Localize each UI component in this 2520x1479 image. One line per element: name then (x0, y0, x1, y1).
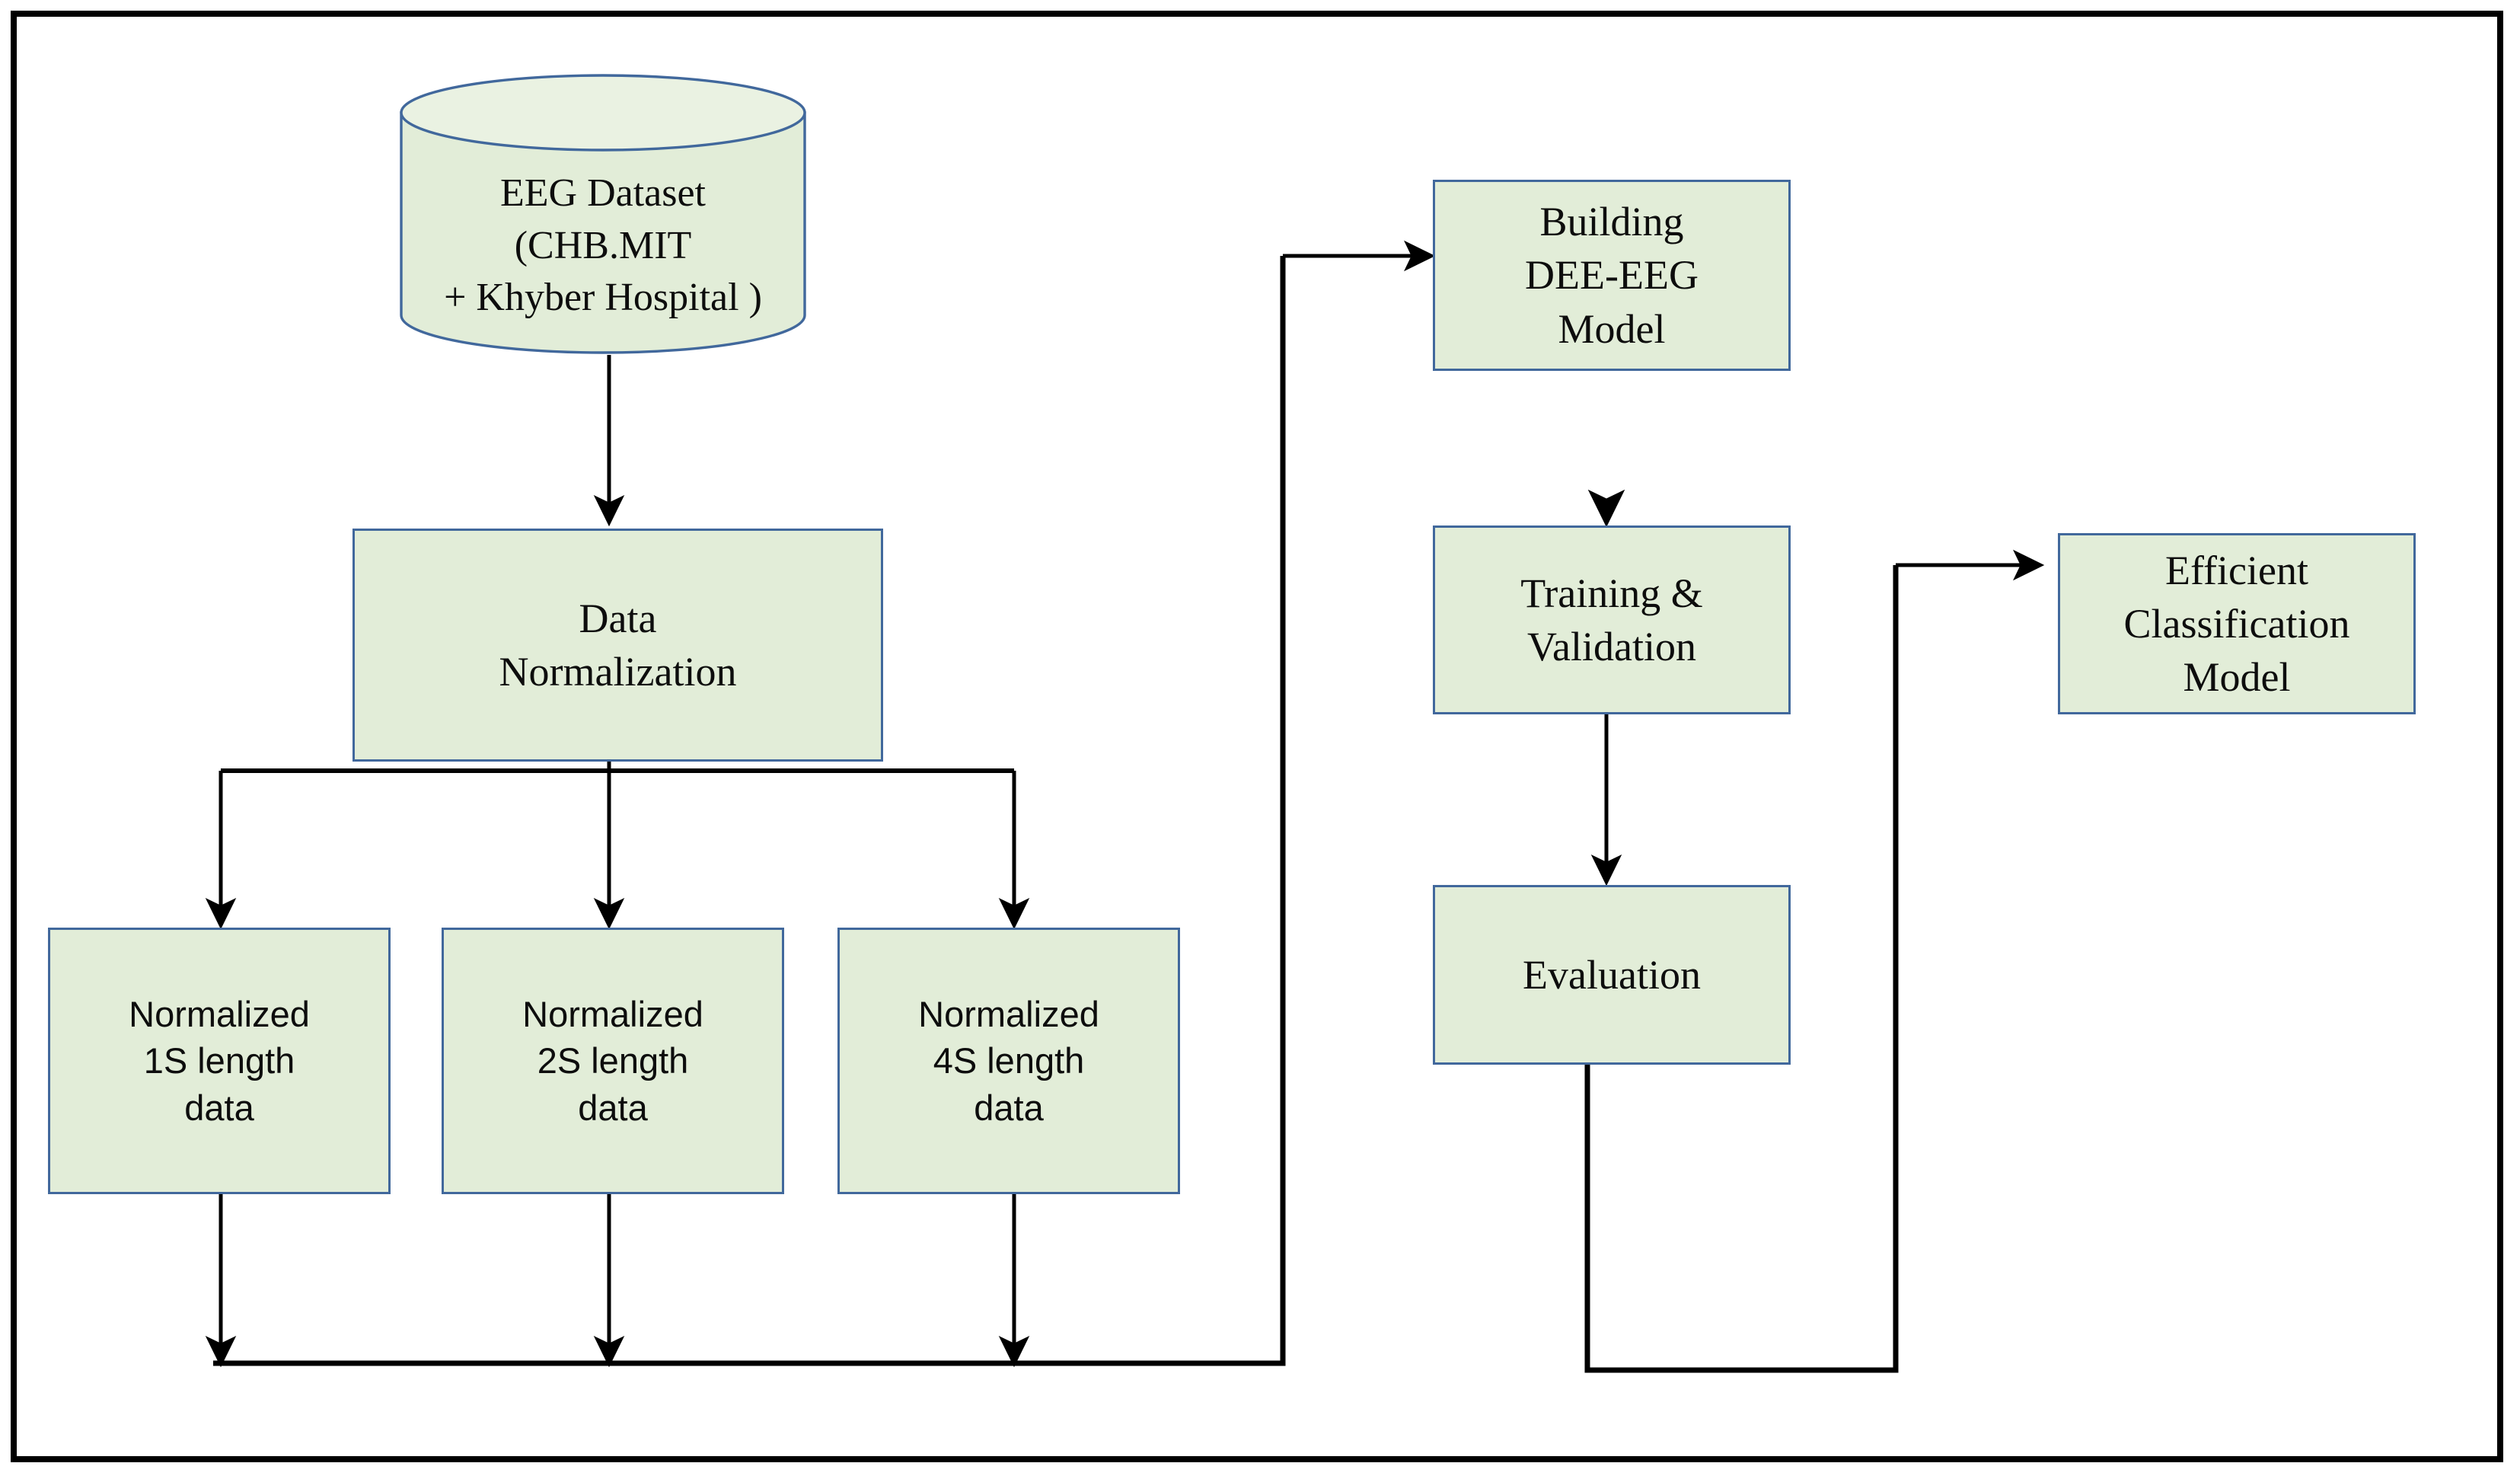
edge-merge-to-building-model (213, 256, 1286, 1366)
node-normalized-2s[interactable]: Normalized 2S length data (442, 928, 784, 1194)
node-evaluation-label: Evaluation (1523, 951, 1701, 998)
node-normalized-4s[interactable]: Normalized 4S length data (837, 928, 1180, 1194)
node-eeg-dataset-label: EEG Dataset (CHB.MIT + Khyber Hospital ) (444, 171, 762, 320)
node-normalized-2s-label: Normalized 2S length data (522, 994, 703, 1128)
database-cylinder-icon (400, 74, 806, 354)
node-normalized-4s-label: Normalized 4S length data (918, 994, 1099, 1128)
node-data-normalization-label: Data Normalization (499, 595, 737, 695)
node-building-dee-eeg-model-label: Building DEE-EEG Model (1525, 199, 1699, 352)
node-normalized-1s-label: Normalized 1S length data (129, 994, 310, 1128)
node-eeg-dataset[interactable]: EEG Dataset (CHB.MIT + Khyber Hospital ) (399, 73, 807, 355)
node-building-dee-eeg-model[interactable]: Building DEE-EEG Model (1433, 180, 1791, 371)
node-evaluation[interactable]: Evaluation (1433, 885, 1791, 1065)
node-efficient-classification-model[interactable]: Efficient Classification Model (2058, 533, 2416, 714)
node-data-normalization[interactable]: Data Normalization (352, 529, 883, 762)
node-normalized-1s[interactable]: Normalized 1S length data (48, 928, 391, 1194)
node-training-validation[interactable]: Training & Validation (1433, 525, 1791, 714)
outer-border-frame (11, 11, 2503, 1462)
node-training-validation-label: Training & Validation (1520, 570, 1703, 669)
node-efficient-classification-model-label: Efficient Classification Model (2123, 547, 2350, 701)
